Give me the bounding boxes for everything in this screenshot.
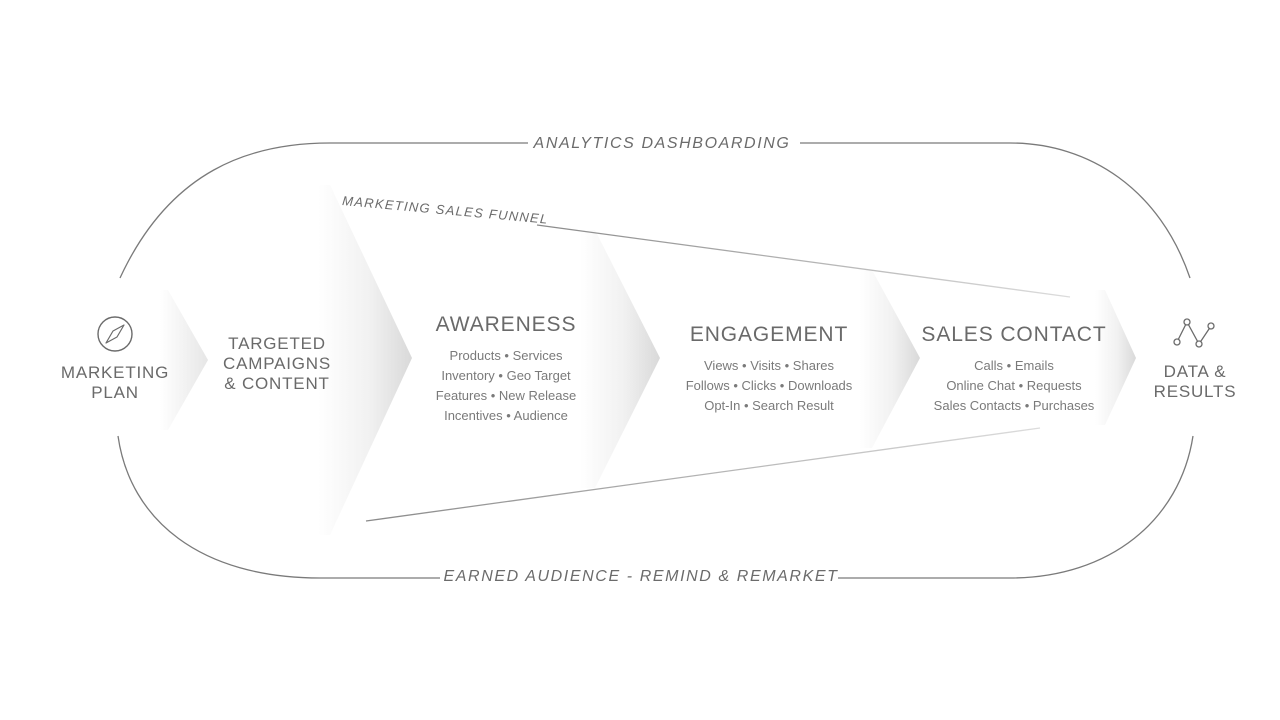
stage-items: Products • Services Inventory • Geo Targ… [436, 346, 577, 426]
stage-title: SALES CONTACT [921, 323, 1107, 346]
chevron-start [160, 290, 208, 430]
stage-awareness: AWARENESS Products • Services Inventory … [436, 313, 577, 426]
chevron-campaigns [318, 185, 412, 535]
loop-top-arc-right [800, 142, 1191, 279]
loop-top-arc [119, 142, 528, 279]
campaigns-line-1: TARGETED [228, 334, 326, 353]
stage-item: Online Chat • Requests [946, 378, 1082, 393]
funnel-bottom-line [365, 427, 1041, 522]
analytics-dashboarding-label: ANALYTICS DASHBOARDING [533, 135, 791, 152]
earned-audience-label: EARNED AUDIENCE - REMIND & REMARKET [443, 568, 839, 585]
stage-title: ENGAGEMENT [689, 323, 849, 346]
funnel-top-line [536, 224, 1071, 298]
stage-item: Products • Services [449, 348, 563, 363]
campaigns-line-2: CAMPAIGNS [223, 354, 331, 373]
stage-item: Sales Contacts • Purchases [933, 398, 1095, 413]
stage-item: Opt-In • Search Result [704, 398, 834, 413]
stage-items: Views • Visits • Shares Follows • Clicks… [686, 356, 853, 416]
data-results-line-1: DATA & [1163, 362, 1227, 381]
stage-title: AWARENESS [435, 313, 577, 336]
chevron-sales [1095, 290, 1136, 425]
loop-bottom-arc [117, 435, 440, 579]
stage-item: Follows • Clicks • Downloads [685, 378, 853, 393]
stage-engagement: ENGAGEMENT Views • Visits • Shares Follo… [686, 323, 853, 416]
compass-icon [97, 316, 133, 352]
marketing-plan-line-1: MARKETING [60, 363, 170, 382]
chevron-engagement [860, 270, 920, 448]
stage-item: Views • Visits • Shares [703, 358, 835, 373]
stage-item: Incentives • Audience [444, 408, 568, 423]
line-graph-icon [1173, 318, 1215, 348]
stage-item: Features • New Release [435, 388, 577, 403]
stage-sales-contact: SALES CONTACT Calls • Emails Online Chat… [921, 323, 1106, 416]
marketing-plan-title: MARKETING PLAN [61, 363, 169, 403]
loop-bottom-arc-right [838, 435, 1194, 579]
stage-items: Calls • Emails Online Chat • Requests Sa… [921, 356, 1106, 416]
stage-item: Inventory • Geo Target [441, 368, 571, 383]
campaigns-line-3: & CONTENT [224, 374, 330, 393]
stage-item: Calls • Emails [974, 358, 1054, 373]
marketing-plan-line-2: PLAN [91, 383, 139, 402]
targeted-campaigns-title: TARGETED CAMPAIGNS & CONTENT [223, 334, 331, 394]
data-results-line-2: RESULTS [1153, 382, 1237, 401]
chevron-awareness [580, 230, 660, 488]
data-results-title: DATA & RESULTS [1154, 362, 1237, 402]
